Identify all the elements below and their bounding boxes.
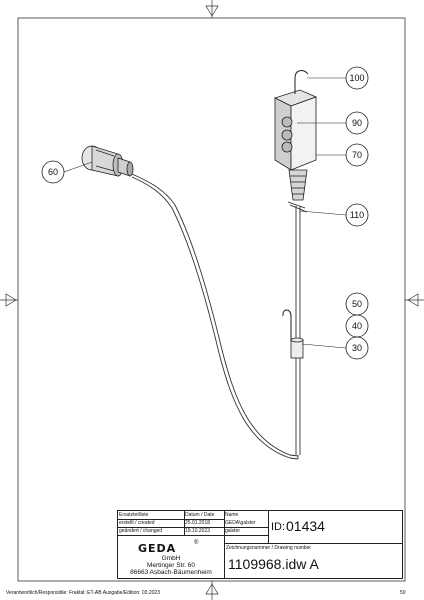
title-block: Ersatzteilliste Datum / Date Name erstel… [117, 510, 403, 579]
page-number: 50 [400, 590, 406, 596]
id-value: 01434 [286, 518, 325, 534]
callout-label: 40 [352, 321, 362, 331]
callout-70 [345, 143, 369, 167]
callout-60 [41, 160, 65, 184]
ersatzteilliste-label: Ersatzteilliste [119, 512, 149, 518]
callout-label: 90 [352, 118, 362, 128]
changed-label: geändert / changed [119, 528, 163, 534]
callout-label: 50 [352, 299, 362, 309]
date-header: Datum / Date [185, 512, 215, 518]
changed-date: 19.10.2023 [185, 528, 211, 534]
vertical-cable [295, 206, 301, 459]
callout-label: 110 [350, 210, 364, 220]
name-header: Name [225, 512, 239, 518]
callout-label: 60 [48, 167, 58, 177]
callout-100 [345, 66, 369, 90]
cable [131, 173, 299, 460]
callout-labels: 100 90 70 60 110 50 40 30 [48, 73, 365, 353]
changed-name: galster [225, 528, 241, 534]
cee-plug [81, 145, 134, 177]
callout-label: 70 [352, 150, 362, 160]
created-date: 25.01.2018 [185, 520, 211, 526]
id-label: ID: [271, 521, 286, 533]
company-suffix: GmbH [161, 555, 181, 562]
company-logo: GEDA [138, 542, 177, 555]
company-city: 86663 Asbach-Bäumenheim [130, 569, 212, 576]
callout-label: 100 [349, 73, 364, 83]
created-name: GEDA\galster [225, 520, 256, 526]
leader-lines [63, 77, 347, 349]
cable-clamp [287, 201, 308, 213]
callout-label: 30 [352, 343, 362, 353]
registered-mark-icon: ® [194, 540, 199, 546]
strain-relief-sleeve [290, 337, 304, 359]
created-label: erstellt / created [119, 520, 155, 526]
callout-balloons [41, 66, 369, 360]
top-hook [294, 70, 309, 94]
callout-30 [345, 336, 369, 360]
drawing-frame [17, 17, 406, 582]
drawing-number-label: Zeichnungsnummer / Drawing number [226, 545, 312, 551]
suspension-hook [282, 309, 292, 342]
footer-responsible: Verantwortlich/Responsible: Fraktal: ET-… [6, 590, 160, 596]
drawing-number: 1109968.idw A [228, 556, 319, 572]
pendant-switch [273, 89, 318, 201]
callout-90 [345, 111, 369, 135]
callout-110 [345, 203, 369, 227]
company-street: Mertinger Str. 60 [146, 562, 196, 569]
